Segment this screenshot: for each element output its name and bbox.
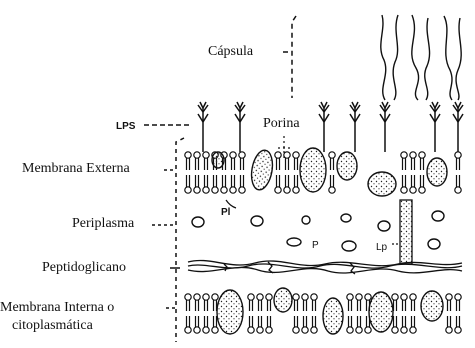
periplasmic-protein <box>341 214 351 222</box>
phospholipid <box>311 294 317 333</box>
phospholipid <box>329 152 335 193</box>
porin-label: Porina <box>263 116 300 132</box>
outer-membrane-bracket <box>176 138 184 342</box>
lipoprotein <box>392 200 412 264</box>
periplasmic-protein <box>287 238 301 246</box>
capsule-label: Cápsula <box>208 44 253 60</box>
om-protein <box>427 158 447 186</box>
lps-label: LPS <box>116 119 135 135</box>
phospholipid <box>275 152 281 193</box>
lps-chain <box>380 102 390 152</box>
periplasmic-protein <box>432 211 444 221</box>
phospholipid <box>230 152 236 193</box>
lps-chain <box>453 102 463 152</box>
outer-membrane-label: Membrana Externa <box>22 161 130 177</box>
periplasmic-protein <box>302 216 310 224</box>
phospholipid <box>401 152 407 193</box>
phospholipid <box>185 152 191 193</box>
phospholipid <box>248 294 254 333</box>
inner-membrane-label-line2: citoplasmática <box>12 318 93 334</box>
phospholipid <box>455 294 461 333</box>
phospholipid <box>266 294 272 333</box>
lps-chain <box>235 102 245 152</box>
phospholipid <box>203 294 209 333</box>
periplasmic-protein <box>342 241 356 251</box>
outer-membrane <box>185 148 461 196</box>
im-protein <box>274 288 292 312</box>
inner-membrane <box>185 288 461 334</box>
p-label: P <box>312 238 319 254</box>
im-protein <box>421 291 443 321</box>
phospholipid <box>185 294 191 333</box>
lps-chain <box>319 102 329 152</box>
phospholipid <box>194 152 200 193</box>
om-protein <box>249 149 276 192</box>
periplasmic-protein <box>251 216 263 226</box>
phospholipid <box>257 294 263 333</box>
inner-membrane-label-line1: Membrana Interna o <box>0 300 114 316</box>
phospholipid <box>302 294 308 333</box>
phospholipid <box>239 152 245 193</box>
pl-label: Pl <box>221 205 230 221</box>
om-protein <box>368 172 396 196</box>
im-protein <box>323 298 343 334</box>
phospholipid <box>410 294 416 333</box>
om-protein <box>337 152 357 180</box>
lps-chain <box>430 102 440 152</box>
periplasm-label: Periplasma <box>72 216 134 232</box>
peptidoglycan-label: Peptidoglicano <box>42 260 126 276</box>
lps-chain <box>350 102 360 152</box>
capsule-fibers <box>381 15 461 100</box>
phospholipid <box>194 294 200 333</box>
om-protein <box>212 152 224 168</box>
lp-label: Lp <box>376 240 387 256</box>
lps-chains <box>198 102 463 152</box>
periplasmic-protein <box>378 221 390 231</box>
periplasmic-protein <box>428 239 440 249</box>
phospholipid <box>284 152 290 193</box>
phospholipid <box>356 294 362 333</box>
lps-chain <box>198 102 208 152</box>
phospholipid <box>401 294 407 333</box>
phospholipid <box>419 152 425 193</box>
phospholipid <box>446 294 452 333</box>
porin-protein <box>300 148 326 192</box>
phospholipid <box>293 294 299 333</box>
peptidoglycan-layer <box>188 260 462 274</box>
phospholipid <box>347 294 353 333</box>
phospholipid <box>455 152 461 193</box>
periplasmic-protein <box>192 217 204 227</box>
im-protein <box>217 290 243 334</box>
phospholipid <box>293 152 299 193</box>
phospholipid <box>203 152 209 193</box>
im-protein <box>369 292 393 332</box>
capsule-bracket <box>283 16 296 98</box>
phospholipid <box>410 152 416 193</box>
